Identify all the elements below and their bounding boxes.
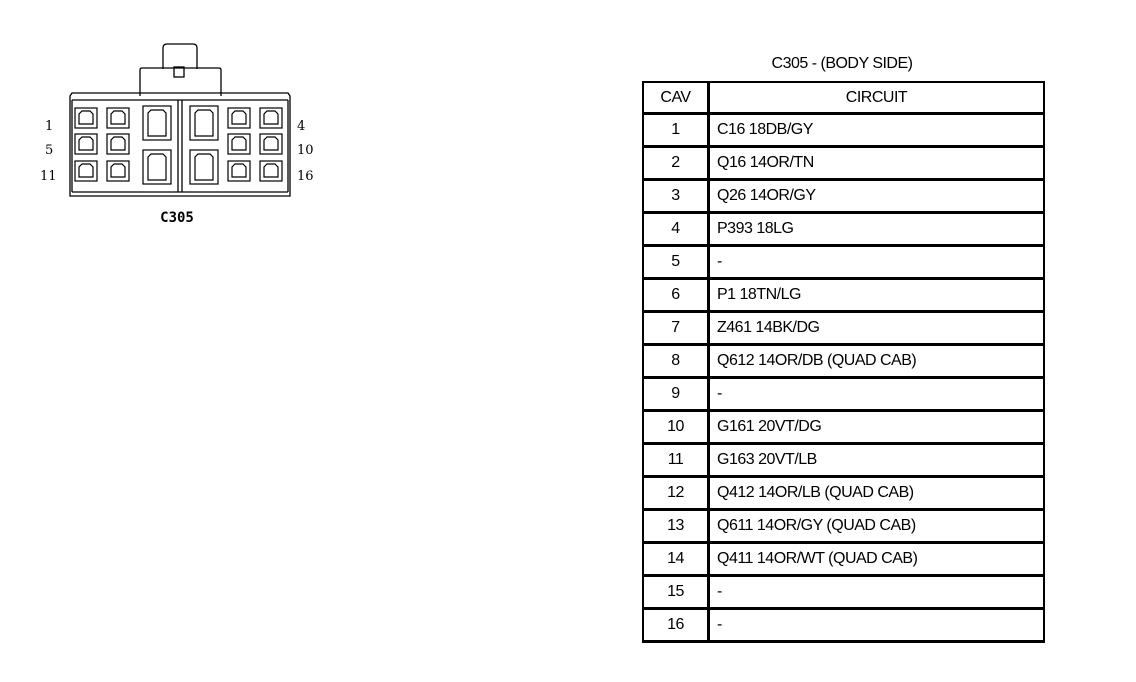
circuit-cell: Q411 14OR/WT (QUAD CAB) bbox=[708, 542, 1044, 577]
connector-name: C305 bbox=[160, 210, 194, 226]
pin-label-5: 5 bbox=[45, 143, 53, 158]
cav-cell: 16 bbox=[643, 608, 710, 643]
circuit-cell: - bbox=[708, 245, 1044, 280]
cav-cell: 8 bbox=[643, 344, 710, 379]
pin-cavity bbox=[74, 160, 98, 182]
circuit-cell: G161 20VT/DG bbox=[708, 410, 1044, 445]
table-row: 15- bbox=[643, 575, 1044, 610]
pin-label-16: 16 bbox=[297, 169, 314, 184]
large-pin-cavity bbox=[189, 149, 219, 185]
pin-cavity bbox=[74, 133, 98, 155]
large-pin-cavity bbox=[142, 105, 172, 141]
circuit-cell: C16 18DB/GY bbox=[708, 113, 1044, 148]
circuit-cell: P1 18TN/LG bbox=[708, 278, 1044, 313]
cav-cell: 14 bbox=[643, 542, 710, 577]
cav-cell: 10 bbox=[643, 410, 710, 445]
cav-cell: 4 bbox=[643, 212, 710, 247]
pin-cavity bbox=[259, 133, 283, 155]
table-title: C305 - (BODY SIDE) bbox=[771, 55, 913, 72]
cav-cell: 6 bbox=[643, 278, 710, 313]
pin-cavity bbox=[106, 160, 130, 182]
circuit-cell: Q16 14OR/TN bbox=[708, 146, 1044, 181]
pin-cavity bbox=[259, 160, 283, 182]
pin-cavity bbox=[227, 133, 251, 155]
circuit-cell: - bbox=[708, 608, 1044, 643]
circuit-cell: Q412 14OR/LB (QUAD CAB) bbox=[708, 476, 1044, 511]
cav-cell: 3 bbox=[643, 179, 710, 214]
circuit-cell: P393 18LG bbox=[708, 212, 1044, 247]
table-header-row: CAV CIRCUIT bbox=[643, 82, 1044, 115]
cav-header: CAV bbox=[643, 82, 710, 115]
pin-terminal bbox=[110, 163, 126, 178]
table-row: 16- bbox=[643, 608, 1044, 643]
circuit-cell: Q26 14OR/GY bbox=[708, 179, 1044, 214]
cav-cell: 5 bbox=[643, 245, 710, 280]
cav-cell: 1 bbox=[643, 113, 710, 148]
circuit-cell: Q611 14OR/GY (QUAD CAB) bbox=[708, 509, 1044, 544]
pin-terminal bbox=[110, 110, 126, 125]
pin-terminal bbox=[78, 110, 94, 125]
circuit-cell: - bbox=[708, 377, 1044, 412]
circuit-cell: - bbox=[708, 575, 1044, 610]
circuit-header: CIRCUIT bbox=[708, 82, 1044, 115]
pin-terminal bbox=[194, 153, 214, 181]
cav-cell: 9 bbox=[643, 377, 710, 412]
cav-cell: 15 bbox=[643, 575, 710, 610]
large-pin-cavity bbox=[189, 105, 219, 141]
cav-cell: 2 bbox=[643, 146, 710, 181]
pin-cavity bbox=[106, 107, 130, 129]
connector-latch bbox=[162, 43, 198, 69]
circuit-cell: G163 20VT/LB bbox=[708, 443, 1044, 478]
pin-terminal bbox=[194, 109, 214, 137]
connector-diagram: 1 5 11 4 10 16 C305 bbox=[40, 43, 314, 226]
latch-notch bbox=[173, 66, 185, 78]
pin-terminal bbox=[147, 109, 167, 137]
pin-cavity bbox=[227, 160, 251, 182]
pin-cavity bbox=[259, 107, 283, 129]
pin-terminal bbox=[263, 110, 279, 125]
pin-terminal bbox=[231, 163, 247, 178]
connector-top bbox=[139, 67, 222, 96]
pin-cavity bbox=[106, 133, 130, 155]
cav-cell: 11 bbox=[643, 443, 710, 478]
pin-label-10: 10 bbox=[297, 143, 314, 158]
pin-terminal bbox=[78, 163, 94, 178]
table-row: 9- bbox=[643, 377, 1044, 412]
table-row: 5- bbox=[643, 245, 1044, 280]
pin-terminal bbox=[78, 136, 94, 151]
pin-terminal bbox=[263, 136, 279, 151]
circuit-cell: Z461 14BK/DG bbox=[708, 311, 1044, 346]
pin-terminal bbox=[231, 110, 247, 125]
cav-cell: 12 bbox=[643, 476, 710, 511]
pin-label-1: 1 bbox=[45, 119, 53, 134]
pin-label-4: 4 bbox=[297, 119, 305, 134]
pin-terminal bbox=[263, 163, 279, 178]
cav-cell: 7 bbox=[643, 311, 710, 346]
cav-cell: 13 bbox=[643, 509, 710, 544]
connector-housing bbox=[69, 92, 291, 197]
pin-cavity bbox=[74, 107, 98, 129]
pin-terminal bbox=[147, 153, 167, 181]
pin-terminal bbox=[231, 136, 247, 151]
circuit-cell: Q612 14OR/DB (QUAD CAB) bbox=[708, 344, 1044, 379]
large-pin-cavity bbox=[142, 149, 172, 185]
pin-cavity bbox=[227, 107, 251, 129]
pin-terminal bbox=[110, 136, 126, 151]
pin-label-11: 11 bbox=[40, 169, 57, 184]
